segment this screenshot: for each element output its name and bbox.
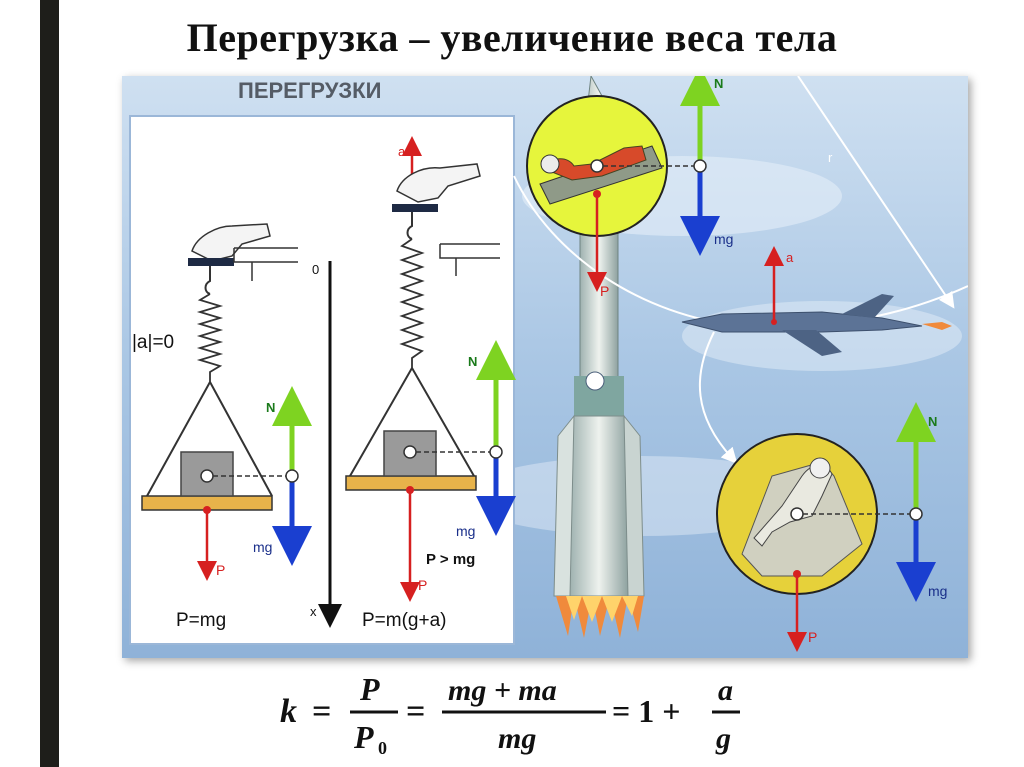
label-mg-pilot: mg (928, 583, 947, 599)
overload-formula: k = P P 0 = mg + ma mg = 1 + a g (262, 664, 762, 764)
label-n-accel: N (468, 354, 477, 369)
left-panel (129, 115, 515, 645)
eq-rest: P=mg (176, 610, 226, 631)
label-mg-cosmonaut: mg (714, 231, 733, 247)
figure-header: ПЕРЕГРУЗКИ (238, 78, 381, 103)
label-n-rest: N (266, 400, 275, 415)
inequality-label: P > mg (426, 551, 475, 568)
label-mg-rest: mg (253, 539, 272, 555)
label-r: r (828, 150, 833, 165)
label-n-cosmonaut: N (714, 76, 723, 91)
accel-zero-label: |a|=0 (132, 332, 174, 353)
svg-text:0: 0 (312, 262, 319, 277)
label-a-scale: a (398, 144, 406, 159)
cosmonaut-circle (526, 95, 696, 292)
jet (681, 294, 952, 356)
label-p-rest: P (216, 562, 225, 578)
label-a-jet: a (786, 250, 794, 265)
label-n-pilot: N (928, 414, 937, 429)
formula-den2: mg (498, 722, 536, 755)
x-axis: 0 x (310, 261, 342, 628)
overload-illustration: ПЕРЕГРУЗКИ 0 x (122, 76, 968, 658)
formula-eq-1: = (312, 693, 331, 730)
formula-num2: mg + ma (448, 674, 557, 707)
pilot-circle (716, 433, 912, 652)
label-p-cosmonaut: P (600, 283, 609, 299)
formula-k: k (280, 693, 297, 730)
slide-title: Перегрузка – увеличение веса тела (186, 15, 838, 60)
scale-accelerated (345, 136, 516, 602)
formula-one-plus: = 1 + (612, 693, 680, 729)
label-p-accel: P (418, 577, 427, 593)
formula-eq-2: = (406, 693, 425, 730)
svg-text:x: x (310, 604, 317, 619)
formula-p: P (359, 671, 380, 707)
scale-at-rest (141, 223, 312, 581)
formula-p0: P (353, 719, 374, 755)
label-p-pilot: P (808, 629, 817, 645)
label-mg-accel: mg (456, 523, 475, 539)
eq-accel: P=m(g+a) (362, 610, 446, 631)
formula-g: g (715, 722, 731, 755)
slide-left-bar (40, 0, 59, 767)
formula-a: a (718, 674, 733, 707)
formula-p0-sub: 0 (378, 738, 387, 758)
